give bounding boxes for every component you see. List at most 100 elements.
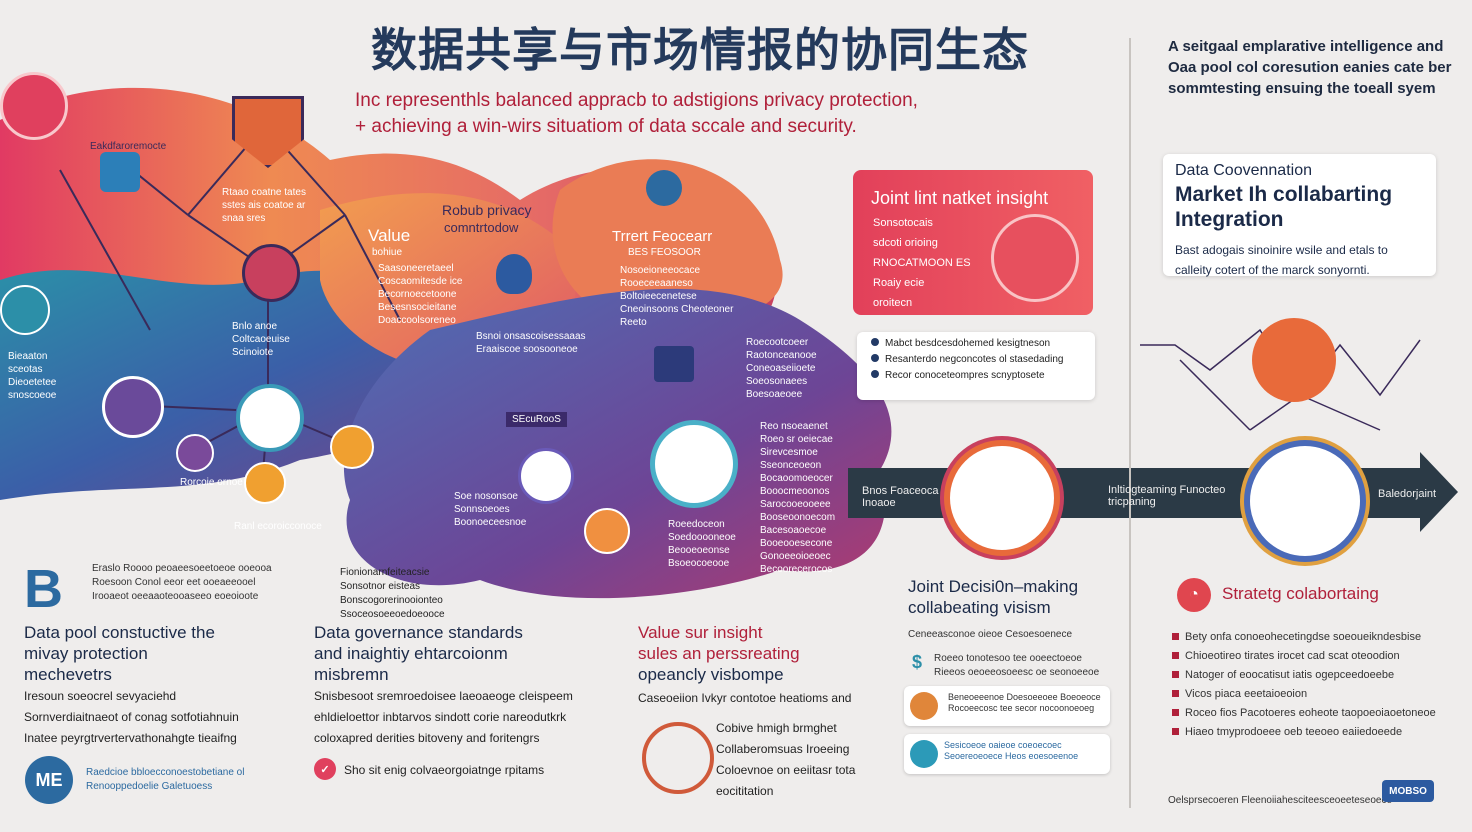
lower-right-line: Sseonceoeon (760, 460, 822, 471)
joint-market-lines: Sonsotocais sdcoti orioing RNOCATMOON ES… (853, 215, 1093, 311)
hand-globe-icon (642, 722, 714, 794)
building-icon (654, 346, 694, 382)
strategy-item: Roceo fios Pacotoeres eoheote taopoeoiao… (1172, 704, 1442, 723)
lower-left-line: Soe nosonsoe (454, 491, 518, 502)
legend-row-text: Mabct besdcesdohemed kesigtneson (885, 338, 1051, 349)
right-col-line: Boesoaeoee (746, 389, 803, 400)
strategy-title: Stratetg colabortaing (1222, 584, 1379, 603)
value-heading-3: opeancly visbompe (638, 665, 784, 684)
arrow-left-text: Bnos Foaceoca Inoaoe (862, 485, 939, 509)
check-badge-icon: ✓ (314, 758, 336, 780)
strategy-item: Bety onfa conoeohecetingdse soeoueikndes… (1172, 628, 1442, 647)
joint-decision-row: Beneoeeenoe Doesoeeoee Boeoeoce Rocoeeco… (948, 692, 1101, 713)
joint-decision-title-1: Joint Decisi0n–making (908, 577, 1079, 596)
b-line: Irooaeot oeeaaoteooaseeo eoeoioote (92, 591, 259, 602)
user-node-icon (176, 434, 214, 472)
document-node-icon (650, 420, 738, 508)
top-note: Rtaao coatne tates sstes ais coatoe ar s… (222, 187, 306, 224)
lower-right-line: Gonoeeoioeoec (760, 551, 831, 562)
lower-right-line: Booocmeoonos (760, 486, 830, 497)
trust-title: Trrert Feocearr (612, 228, 713, 245)
balance-icon (1244, 440, 1366, 562)
value-intro: Caseoeiion Ivkyr contotoe heatioms and (638, 691, 852, 705)
chart-node-icon (330, 425, 374, 469)
value-body: Cobive hmigh brmghet Collaberomsuas Iroe… (716, 721, 856, 798)
lower-right-line: Sirevcesmoe (760, 447, 818, 458)
joint-market-line: sdcoti orioing (873, 237, 938, 249)
cloud-node-icon (518, 448, 574, 504)
mid-lower-lines: Roeedoceon Soedooooneoe Beooeoeonse Bsoe… (668, 518, 736, 570)
value-lines: Saasoneeretaeel Coscaomitesde ice Becorn… (378, 262, 462, 327)
privacy-lines: Bsnoi onsascoisessaaas Eraaiscoe soosoon… (476, 330, 586, 356)
market-seal-icon (991, 214, 1079, 302)
archive-node-icon (244, 462, 286, 504)
right-col-line: Coneoaseiioete (746, 363, 816, 374)
lock-node-icon (236, 384, 304, 452)
value-line: Becornoecetoone (378, 289, 457, 300)
governance-foot: Sho sit enig colvaeorgoiatnge rpitams (344, 763, 545, 777)
arrow-mid-text: Inltiogteaming Funocteo tricpaning (1108, 484, 1226, 508)
data-pool-line: Inatee peyrgtrvertervathonahgte tieaifng (24, 731, 237, 745)
value-heading-1: Value sur insight (638, 623, 763, 642)
subtitle: Inc representhls balanced appracb to ads… (355, 88, 1035, 140)
strategy-item: Hiaeo tmyprodoeee oeb teeoeo eaiiedoeede (1172, 723, 1442, 742)
right-col-line: Roecootcoeer (746, 337, 809, 348)
strategy-item: Natoger of eoocatisut iatis ogepceedoeeb… (1172, 666, 1442, 685)
mid-lower-line: Bsoeocoeooe (668, 558, 730, 569)
b-line: Roesoon Conol eeor eet ooeaeeooel (92, 577, 256, 588)
data-pool-lines: Iresoun soeocrel sevyaciehd Sornverdiait… (24, 686, 239, 749)
badge-label: Eakdfaroremocte (90, 141, 167, 152)
joint-market-title: Joint lint natket insight (871, 188, 1049, 208)
joint-decision-intro: Ceneeasconoe oieoe Cesoesoenece (908, 629, 1073, 640)
center-purple-blob (343, 288, 892, 599)
lower-right-lines: Reo nsoeaenet Roeo sr oeiecae Sirevcesmo… (760, 420, 835, 576)
subtitle-line-1: Inc representhls balanced appracb to ads… (355, 90, 918, 111)
right-col-line: Soeosonaees (746, 376, 808, 387)
bottom-right-note: Ranl ecoroicconoce (234, 521, 322, 532)
trust-blob (552, 159, 783, 324)
governance-line: Snisbesoot sremroedoisee laeoaeoge cleis… (314, 689, 573, 703)
legend-row: Resanterdo negconcotes ol stasedading (871, 352, 1095, 368)
value-heading-2: sules an perssreating (638, 644, 800, 663)
lower-right-line: Becoorecerocos (760, 564, 833, 575)
privacy-line: Eraaiscoe soosooneoe (476, 344, 578, 355)
value-line: Besesnsocieitane (378, 302, 457, 313)
b-line: Eraslo Roooo peoaeesoeetoeoe ooeooa (92, 563, 272, 574)
mid-note: Bnlo anoe Coltcaoeuise Scinoiote (232, 321, 290, 358)
footer-logo: MOBSO (1382, 780, 1434, 802)
market-card-kicker: Data Coovennation (1175, 162, 1312, 179)
lower-right-line: Bocaoomoeocer (760, 473, 833, 484)
joint-market-line: oroitecn (873, 297, 913, 309)
legend-row: Recor conoceteompres scnyptosete (871, 368, 1095, 384)
right-col-line: Raotonceanooe (746, 350, 817, 361)
market-integration-card: Data Coovennation Market Ih collabarting… (1163, 154, 1436, 277)
subtitle-line-2: + achieving a win-wirs situatiom of data… (355, 116, 857, 137)
mid-lower-line: Soedooooneoe (668, 532, 736, 543)
secure-label: SEcuRooS (506, 412, 567, 427)
joint-decision-row: Roeeo tonotesoo tee ooeectoeoe Rieeos oe… (934, 653, 1100, 678)
joint-market-line: Sonsotocais (873, 217, 933, 229)
strategy-icon: ◔ (1177, 578, 1211, 612)
market-card-body: Bast adogais sinoinire wsile and etals t… (1175, 243, 1388, 277)
handshake-icon (944, 440, 1060, 556)
me-badge: ME (25, 756, 73, 804)
coin-icon (910, 692, 938, 720)
trust-line: Nosoeioneeocace (620, 265, 701, 276)
strategy-item: Chioeotireo tirates irocet cad scat oteo… (1172, 647, 1442, 666)
b-logo-icon: B (24, 559, 63, 619)
legend-row: Mabct besdcesdohemed kesigtneson (871, 336, 1095, 352)
lower-right-line: Bacesoaoecoe (760, 525, 827, 536)
page-title: 数据共享与市场情报的协同生态 (371, 23, 1029, 77)
governance-lines: Snisbesoot sremroedoisee laeoaeoge cleis… (314, 686, 573, 749)
gear-node-icon (584, 508, 630, 554)
lower-left-line: Sonnsoeoes (454, 504, 510, 515)
globe-icon (0, 285, 50, 335)
lower-right-line: Booeooesecone (760, 538, 833, 549)
value-line: Coscaomitesde ice (378, 276, 463, 287)
trust-line: Reeto (620, 317, 647, 328)
me-text: Raedcioe bbloecconoestobetiane ol Renoop… (86, 767, 245, 792)
strategy-list: Bety onfa conoeohecetingdse soeoueikndes… (1172, 628, 1442, 742)
value-line: Doaccoolsoreneo (378, 315, 456, 326)
badge-icon (100, 152, 140, 192)
lower-right-line: Reo nsoeaenet (760, 421, 828, 432)
